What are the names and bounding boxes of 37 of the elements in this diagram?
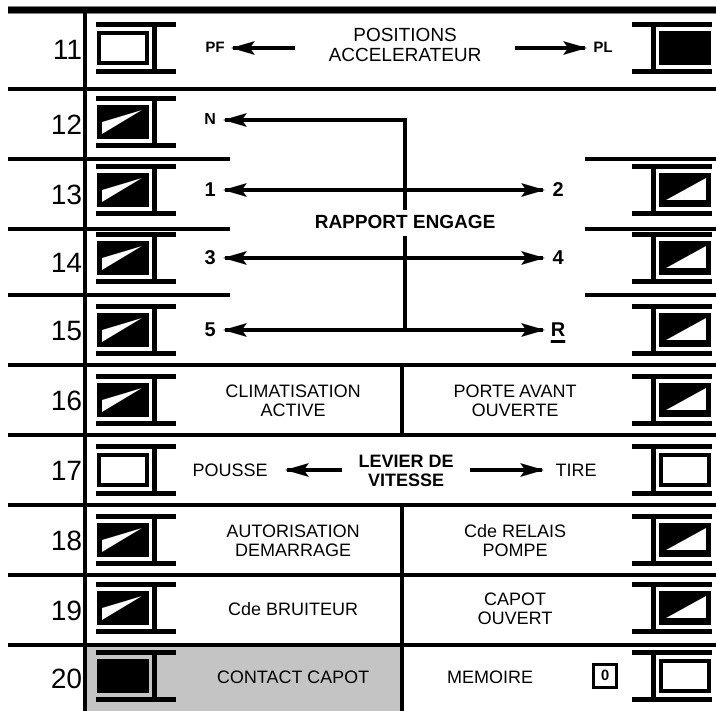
function-label: RAPPORT ENGAGE	[290, 210, 520, 236]
position-label: PL	[588, 36, 618, 60]
position-label: R	[546, 318, 570, 342]
row-number: 12	[50, 108, 82, 142]
row-number: 15	[50, 314, 82, 348]
position-label: 2	[546, 178, 570, 202]
row-number: 16	[50, 384, 82, 418]
row-number: 14	[50, 246, 82, 280]
row-number: 13	[50, 178, 82, 212]
function-label: LEVIER DE VITESSE	[345, 448, 467, 494]
status-label: CONTACT CAPOT	[216, 666, 370, 689]
arrow	[470, 463, 544, 477]
row-number: 20	[50, 662, 82, 696]
position-label: N	[198, 108, 222, 132]
position-label: POUSSE	[176, 458, 284, 482]
arrow	[231, 41, 295, 55]
position-label: 3	[198, 246, 222, 270]
status-label: Cde BRUITEUR	[226, 598, 360, 621]
status-label: PORTE AVANT OUVERTE	[452, 380, 578, 422]
status-label: CLIMATISATION ACTIVE	[224, 380, 362, 422]
row-number: 11	[52, 33, 82, 68]
row-number: 18	[50, 524, 82, 558]
row-number: 19	[50, 594, 82, 628]
status-label: MEMOIRE	[446, 666, 534, 689]
function-label: POSITIONS ACCELERATEUR	[298, 18, 512, 74]
position-label: TIRE	[545, 458, 607, 482]
memory-counter: 0	[592, 663, 618, 689]
position-label: 4	[546, 246, 570, 270]
status-label: CAPOT OUVERT	[476, 588, 554, 630]
row-number: 17	[50, 454, 82, 488]
position-label: PF	[200, 36, 230, 60]
position-label: 5	[198, 318, 222, 342]
status-label: AUTORISATION DEMARRAGE	[225, 520, 361, 562]
position-label: 1	[198, 178, 222, 202]
status-label: Cde RELAIS POMPE	[462, 520, 568, 562]
arrow	[515, 41, 587, 55]
arrow	[285, 463, 342, 477]
